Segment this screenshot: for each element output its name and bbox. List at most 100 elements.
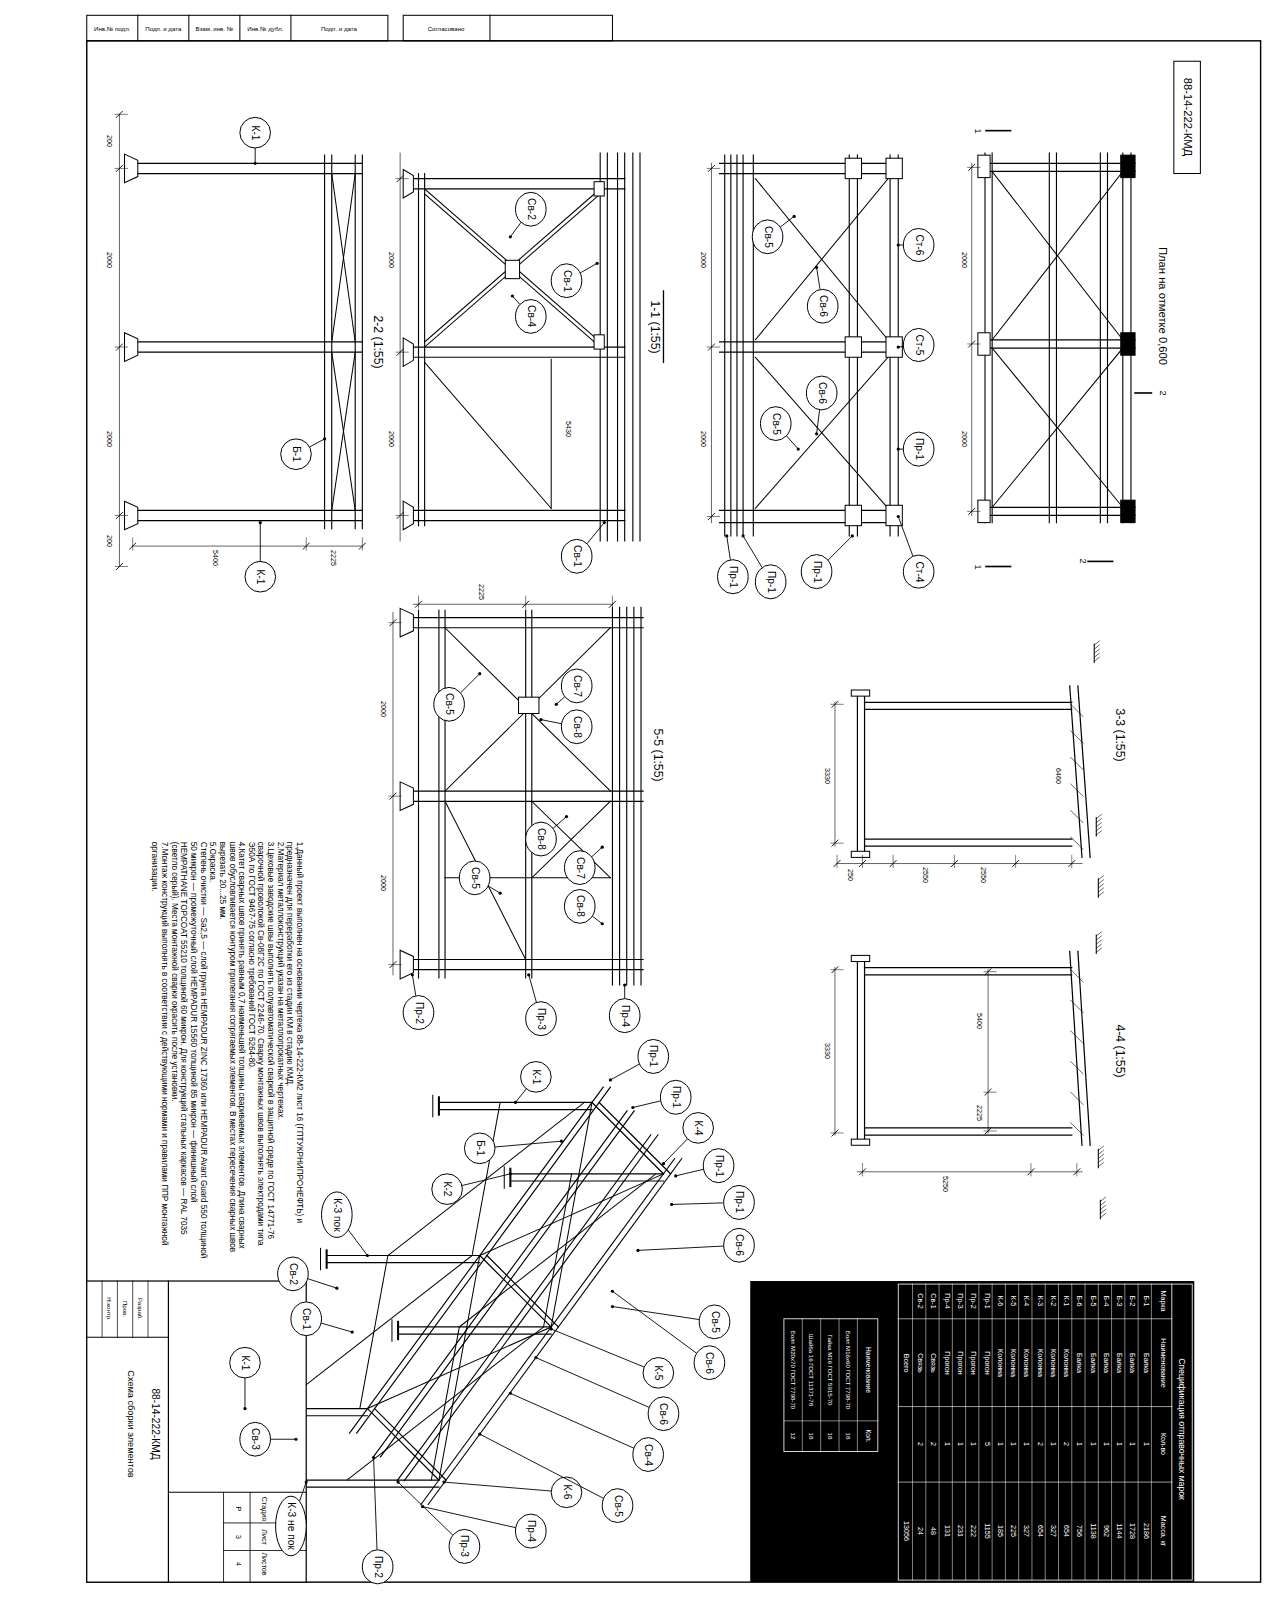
member-line <box>1098 880 1103 884</box>
callout-mark: К-3 пок <box>332 1198 342 1231</box>
callout-mark: Пр-1 <box>766 571 776 593</box>
member-line <box>599 1102 670 1173</box>
table-cell: Шайба 16 ГОСТ 11371-78 <box>808 1322 814 1418</box>
member-line <box>986 130 1010 132</box>
dimension-text: Стадия <box>260 1495 267 1521</box>
callout-bubble <box>276 1496 307 1556</box>
member-line <box>857 694 858 853</box>
callout-mark: Св-2 <box>526 198 536 220</box>
member-line <box>1071 1062 1083 1074</box>
callout-bubble <box>724 1185 755 1219</box>
member-line <box>982 163 1135 164</box>
member-line <box>988 970 989 1133</box>
table-cell: Болт М16х60 ГОСТ 7798-70 <box>845 1322 851 1418</box>
callout-bubble <box>449 1529 480 1563</box>
member-line <box>425 362 552 508</box>
dimension-text: 3330 <box>822 767 829 785</box>
callout-mark: Св-7 <box>572 675 582 697</box>
drawing <box>87 15 1261 1582</box>
table-cell: 327 <box>1022 1525 1029 1537</box>
callout-bubble <box>660 1080 691 1114</box>
callout-bubble <box>903 228 934 261</box>
member-line <box>188 15 189 41</box>
leader-line <box>786 436 798 449</box>
table-cell: Наименование <box>1158 1338 1165 1387</box>
frame-rect <box>784 1319 878 1452</box>
member-line <box>1005 1284 1006 1580</box>
leader-dot <box>243 1407 246 1410</box>
member-line <box>413 520 624 521</box>
table-cell: 2 <box>1035 1442 1042 1446</box>
member-line <box>418 610 419 977</box>
member-line <box>1100 1205 1105 1209</box>
member-line <box>286 1487 439 1488</box>
leader-line <box>898 516 913 556</box>
callout-bubble <box>459 861 490 895</box>
callout-bubble <box>755 565 786 599</box>
member-line <box>834 702 835 846</box>
member-line <box>396 515 408 516</box>
table-cell: Марка <box>1158 1291 1165 1312</box>
dimension-text: Разраб. <box>137 1297 143 1321</box>
leader-dot <box>539 718 542 721</box>
frame-rect <box>845 158 861 178</box>
frame-rect <box>978 155 990 177</box>
callout-mark: Св-6 <box>818 295 828 317</box>
leader-dot <box>509 1392 512 1395</box>
callout-mark: Св-3 <box>250 1428 260 1450</box>
member-line <box>1098 892 1103 896</box>
table-cell: Пр-4 <box>942 1294 949 1309</box>
frame-rect <box>886 158 902 178</box>
note-text: 3.Цеховые заводские швы выполнять полуав… <box>246 842 275 1261</box>
table-cell: 962 <box>1101 1525 1108 1537</box>
member-line <box>1045 1284 1046 1580</box>
notes-block: 1.Данный проект выполнен на основании че… <box>149 842 303 1261</box>
base-plate <box>403 169 413 198</box>
callout-mark: К-1 <box>255 569 265 584</box>
member-line <box>119 114 120 566</box>
base-plate <box>400 782 413 811</box>
callout-mark: К-5 <box>653 1365 663 1380</box>
member-line <box>1094 649 1099 653</box>
callout-mark: Пр-2 <box>413 1002 423 1024</box>
dimension-text: 1-1 (1:55) <box>649 299 661 354</box>
leader-dot <box>396 1481 399 1484</box>
member-line <box>862 1164 863 1176</box>
member-line <box>1098 1163 1103 1167</box>
member-line <box>362 155 363 529</box>
leader-dot <box>478 1433 481 1436</box>
member-line <box>632 153 633 541</box>
member-line <box>388 1102 584 1255</box>
member-line <box>525 596 526 608</box>
leader-line <box>444 1482 551 1491</box>
member-line <box>755 179 888 340</box>
table-cell: 1 <box>1101 1442 1108 1446</box>
member-line <box>1124 1284 1125 1580</box>
leader-line <box>321 1323 352 1332</box>
member-line <box>624 153 625 541</box>
member-line <box>327 1255 480 1256</box>
dimension-text: 5250 <box>941 1175 948 1193</box>
callout-mark: Пр-1 <box>671 1086 681 1108</box>
member-line <box>939 1284 940 1580</box>
dimension-text: 88-14-222-КМД <box>1181 77 1192 157</box>
member-line <box>472 1102 500 1255</box>
member-line <box>724 155 725 536</box>
leader-dot <box>793 215 796 218</box>
member-line <box>438 1097 440 1114</box>
member-line <box>367 1327 551 1409</box>
table-cell: Прогон <box>969 1351 976 1374</box>
member-line <box>1078 686 1090 857</box>
member-line <box>480 1256 551 1327</box>
member-line <box>831 969 843 970</box>
callout-mark: Ст-5 <box>914 334 924 355</box>
member-line <box>425 189 601 342</box>
member-line <box>102 1281 103 1337</box>
member-line <box>639 153 640 541</box>
table-cell: Св-2 <box>916 1294 923 1309</box>
frame-rect <box>87 41 1261 1582</box>
table-cell: Связь <box>916 1353 923 1373</box>
member-line <box>1100 1197 1105 1201</box>
member-line <box>978 1284 979 1580</box>
member-line <box>431 1327 459 1480</box>
